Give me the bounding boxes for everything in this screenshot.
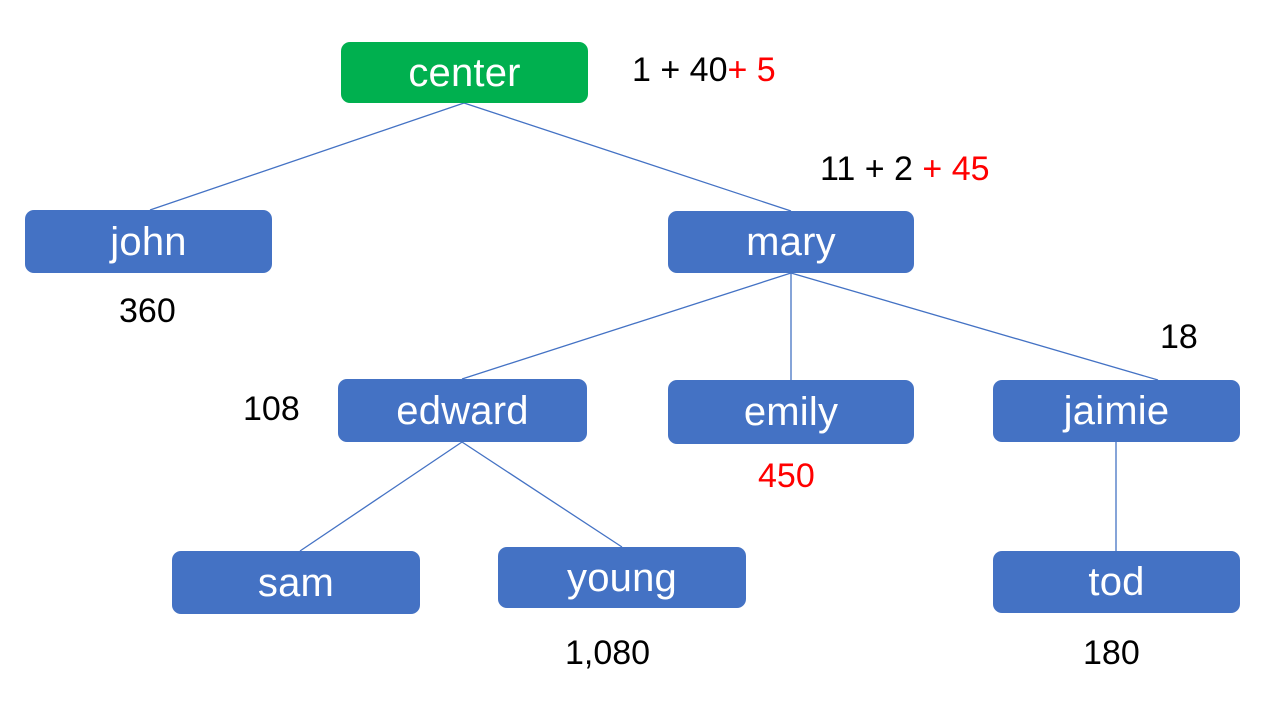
annotation-part: 18 <box>1160 318 1198 356</box>
annotation-part: 180 <box>1083 634 1140 672</box>
node-label-tod: tod <box>1088 560 1145 604</box>
annotation-part: 1 + 40 <box>632 51 728 89</box>
annotation-john-value: 360 <box>119 294 176 328</box>
edge-mary-to-edward <box>461 272 792 380</box>
node-label-center: center <box>408 50 521 95</box>
annotation-part: 108 <box>243 390 300 428</box>
node-label-emily: emily <box>743 390 839 434</box>
node-sam[interactable]: sam <box>172 551 420 614</box>
annotation-tod-value: 180 <box>1083 636 1140 670</box>
edge-mary-to-jaimie <box>790 272 1159 381</box>
annotation-part: 450 <box>758 457 815 495</box>
edge-center-to-mary <box>463 102 792 212</box>
edge-center-to-john <box>149 102 465 211</box>
annotation-edward-value: 108 <box>243 392 300 426</box>
node-label-sam: sam <box>257 560 335 605</box>
node-label-edward: edward <box>396 388 529 433</box>
edge-edward-to-young <box>461 441 623 548</box>
annotation-part: 11 + 2 <box>820 150 923 188</box>
node-label-young: young <box>567 555 677 600</box>
node-tod[interactable]: tod <box>993 551 1240 613</box>
node-label-jaimie: jaimie <box>1063 389 1170 433</box>
node-center[interactable]: center <box>341 42 588 103</box>
node-emily[interactable]: emily <box>668 380 914 444</box>
node-label-john: john <box>110 219 187 264</box>
annotation-jaimie-value: 18 <box>1160 320 1198 354</box>
node-edward[interactable]: edward <box>338 379 587 442</box>
annotation-young-value: 1,080 <box>565 636 650 670</box>
node-mary[interactable]: mary <box>668 211 914 273</box>
node-young[interactable]: young <box>498 547 746 608</box>
annotation-part: 360 <box>119 292 176 330</box>
node-label-mary: mary <box>746 220 836 264</box>
annotation-part: + 45 <box>922 150 990 188</box>
annotation-part: 1,080 <box>565 634 651 672</box>
annotation-part: + 5 <box>727 51 776 89</box>
annotation-emily-value: 450 <box>758 459 815 493</box>
edge-edward-to-sam <box>299 441 463 552</box>
annotation-center-expression: 1 + 40+ 5 <box>632 53 776 87</box>
annotation-mary-expression: 11 + 2 + 45 <box>820 152 990 186</box>
node-jaimie[interactable]: jaimie <box>993 380 1240 442</box>
node-john[interactable]: john <box>25 210 272 273</box>
